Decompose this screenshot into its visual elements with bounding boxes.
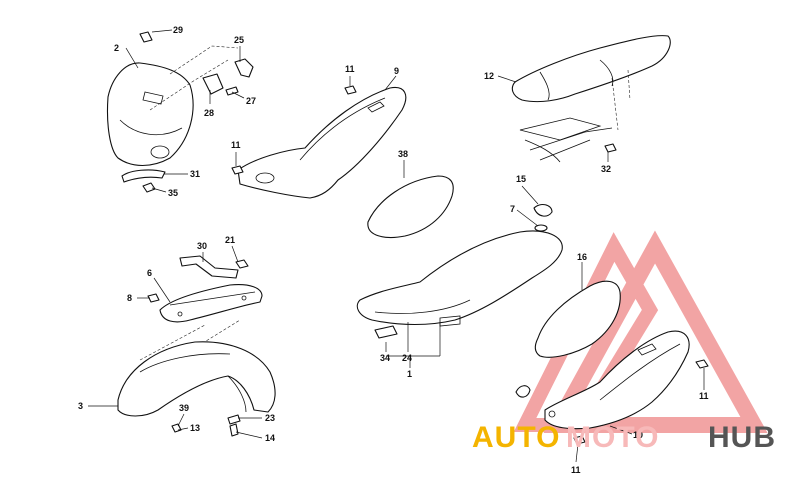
callout-15: 15	[516, 174, 526, 184]
callout-39: 39	[179, 403, 189, 413]
callout-11-left: 11	[231, 140, 241, 150]
side-cover-right	[544, 330, 690, 430]
watermark-text: AUTO MOTO HUB	[472, 421, 776, 454]
callout-11-upper: 11	[345, 64, 355, 74]
seat	[356, 230, 563, 327]
callout-8: 8	[127, 293, 132, 303]
callout-31: 31	[190, 169, 200, 179]
watermark-hub: HUB	[708, 421, 776, 454]
rear-bracket	[159, 255, 263, 323]
watermark-auto: AUTO	[472, 421, 560, 454]
callout-1: 1	[407, 369, 412, 379]
rear-mudguard	[117, 341, 276, 417]
callout-34: 34	[380, 353, 390, 363]
callout-32: 32	[601, 164, 611, 174]
callout-3: 3	[78, 401, 83, 411]
callout-12: 12	[484, 71, 494, 81]
side-cover-left	[237, 86, 407, 199]
right-panel	[534, 280, 621, 358]
small-panel	[367, 175, 454, 239]
callout-11-bottom: 11	[571, 465, 581, 475]
callout-16: 16	[577, 252, 587, 262]
tail-section	[511, 35, 671, 163]
callout-25: 25	[234, 35, 244, 45]
callout-2: 2	[114, 43, 119, 53]
callout-27: 27	[246, 96, 256, 106]
callout-30: 30	[197, 241, 207, 251]
callout-6: 6	[147, 268, 152, 278]
callout-numbers: 29 2 25 28 27 31 35 11 9 11 38 12 32 15 …	[78, 25, 709, 475]
callout-9: 9	[394, 66, 399, 76]
callout-14: 14	[265, 433, 275, 443]
watermark-moto: MOTO	[566, 421, 659, 454]
callout-13: 13	[190, 423, 200, 433]
callout-29: 29	[173, 25, 183, 35]
callout-21: 21	[225, 235, 235, 245]
headlight-fairing	[106, 62, 194, 167]
callout-28: 28	[204, 108, 214, 118]
callout-7: 7	[510, 204, 515, 214]
callout-24: 24	[402, 353, 412, 363]
callout-11-right: 11	[699, 391, 709, 401]
callout-35: 35	[168, 188, 178, 198]
callout-38: 38	[398, 149, 408, 159]
leader-lines	[88, 29, 705, 463]
callout-23: 23	[265, 413, 275, 423]
callout-10: 10	[633, 430, 643, 440]
